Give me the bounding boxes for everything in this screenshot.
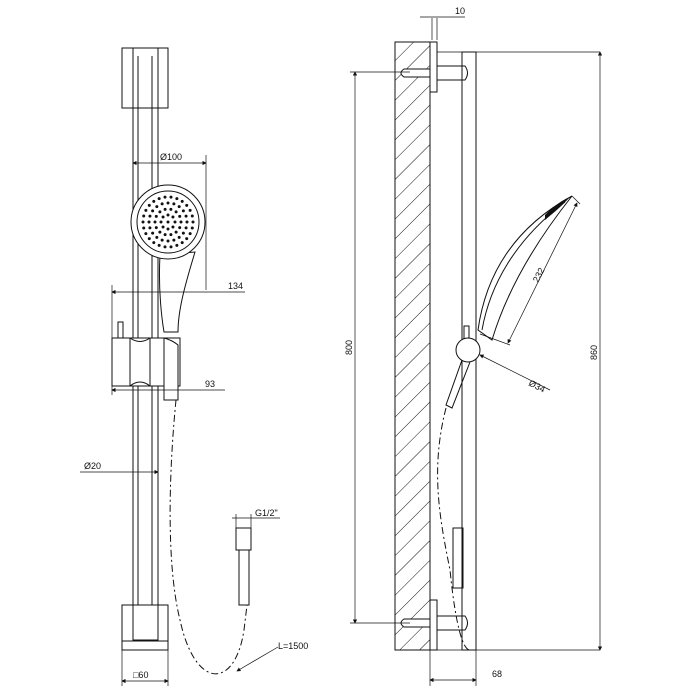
spray-nozzle [152,199,156,203]
spray-nozzle [166,239,170,243]
spray-nozzle [142,214,146,218]
top-wall-plate [429,41,438,93]
dim-hose-length: L=1500 [278,641,308,651]
hose-side [437,407,471,651]
spray-nozzle [155,205,159,209]
spray-nozzle [147,203,151,207]
spray-nozzle [177,205,181,209]
spray-nozzle [163,245,167,249]
spray-nozzle [175,243,179,247]
hose-connector [235,527,252,551]
dim-wall-distance: 68 [492,669,502,679]
spray-nozzle [166,213,170,217]
spray-nozzle [166,201,170,205]
spray-nozzle [185,203,189,207]
spray-nozzle [158,230,162,234]
spray-nozzle [180,241,184,245]
spray-nozzle [172,202,176,206]
spray-nozzle [166,227,170,231]
spray-nozzle [174,230,178,234]
spray-nozzle [178,226,182,230]
spray-nozzle [184,214,188,218]
spray-nozzle [157,243,161,247]
dim-handshower-length: 232 [531,266,547,284]
hand-shower [130,184,206,333]
spray-nozzle [148,214,152,218]
spray-nozzle [154,226,158,230]
spray-nozzle [153,220,157,224]
spray-nozzle [148,226,152,230]
spray-nozzle [159,220,163,224]
top-wall-bracket [121,47,169,109]
dim-holder-projection: 93 [205,379,215,389]
spray-nozzle [180,199,184,203]
spray-nozzle [185,220,189,224]
spray-nozzle [157,197,161,201]
spray-nozzle [141,220,145,224]
spray-nozzle [142,226,146,230]
spray-nozzle [169,233,173,237]
spray-nozzle [171,225,175,229]
front-view: Ø100 134 93 Ø20 G1/2" L=1500 □60 [80,47,308,686]
dim-bracket-spacing: 800 [344,340,354,355]
hose [169,399,248,675]
spray-nozzle [173,220,177,224]
wall-section [394,41,431,651]
dim-plate-thickness: 10 [455,6,465,16]
hand-shower-side [445,195,573,409]
spray-nozzle [154,214,158,218]
spray-nozzle [179,220,183,224]
spray-nozzle [163,207,167,211]
spray-nozzle [151,209,155,213]
dim-holder-diameter: Ø34 [527,378,547,395]
side-view: 10 800 860 232 Ø34 68 [344,6,603,686]
spray-nozzle [184,226,188,230]
spray-nozzle [161,225,165,229]
spray-nozzle [188,232,192,236]
spray-nozzle [169,245,173,249]
spray-nozzle [160,238,164,242]
spray-nozzle [161,215,165,219]
spray-nozzle [147,220,151,224]
dim-rail-diameter: Ø20 [84,461,101,471]
spray-nozzle [166,220,170,224]
spray-nozzle [163,195,167,199]
dim-connector-thread: G1/2" [255,508,278,518]
spray-nozzle [185,237,189,241]
spray-nozzle [175,197,179,201]
shower-holder [111,321,181,401]
spray-nozzle [174,210,178,214]
spray-nozzle [163,233,167,237]
spray-nozzle [152,241,156,245]
spray-nozzle [171,215,175,219]
spray-nozzle [160,202,164,206]
spray-nozzle [169,207,173,211]
bottom-wall-bracket [121,604,169,651]
bottom-wall-plate [429,599,438,651]
spray-nozzle [144,232,148,236]
spray-nozzle [181,231,185,235]
spray-nozzle [188,208,192,212]
spray-nozzle [190,214,194,218]
dim-overall-height: 860 [589,345,599,360]
spray-nozzle [147,237,151,241]
spray-nozzle [155,235,159,239]
spray-nozzle [191,220,195,224]
spray-nozzle [181,209,185,213]
spray-nozzle [177,235,181,239]
dim-bracket-size: □60 [133,670,148,680]
spray-nozzle [169,195,173,199]
spray-nozzle [151,231,155,235]
spray-nozzle [178,214,182,218]
spray-nozzle [190,226,194,230]
spray-nozzle [144,208,148,212]
dim-projection: 134 [228,281,243,291]
dim-head-diameter: Ø100 [160,152,182,162]
spray-nozzle [172,238,176,242]
spray-nozzle [158,210,162,214]
